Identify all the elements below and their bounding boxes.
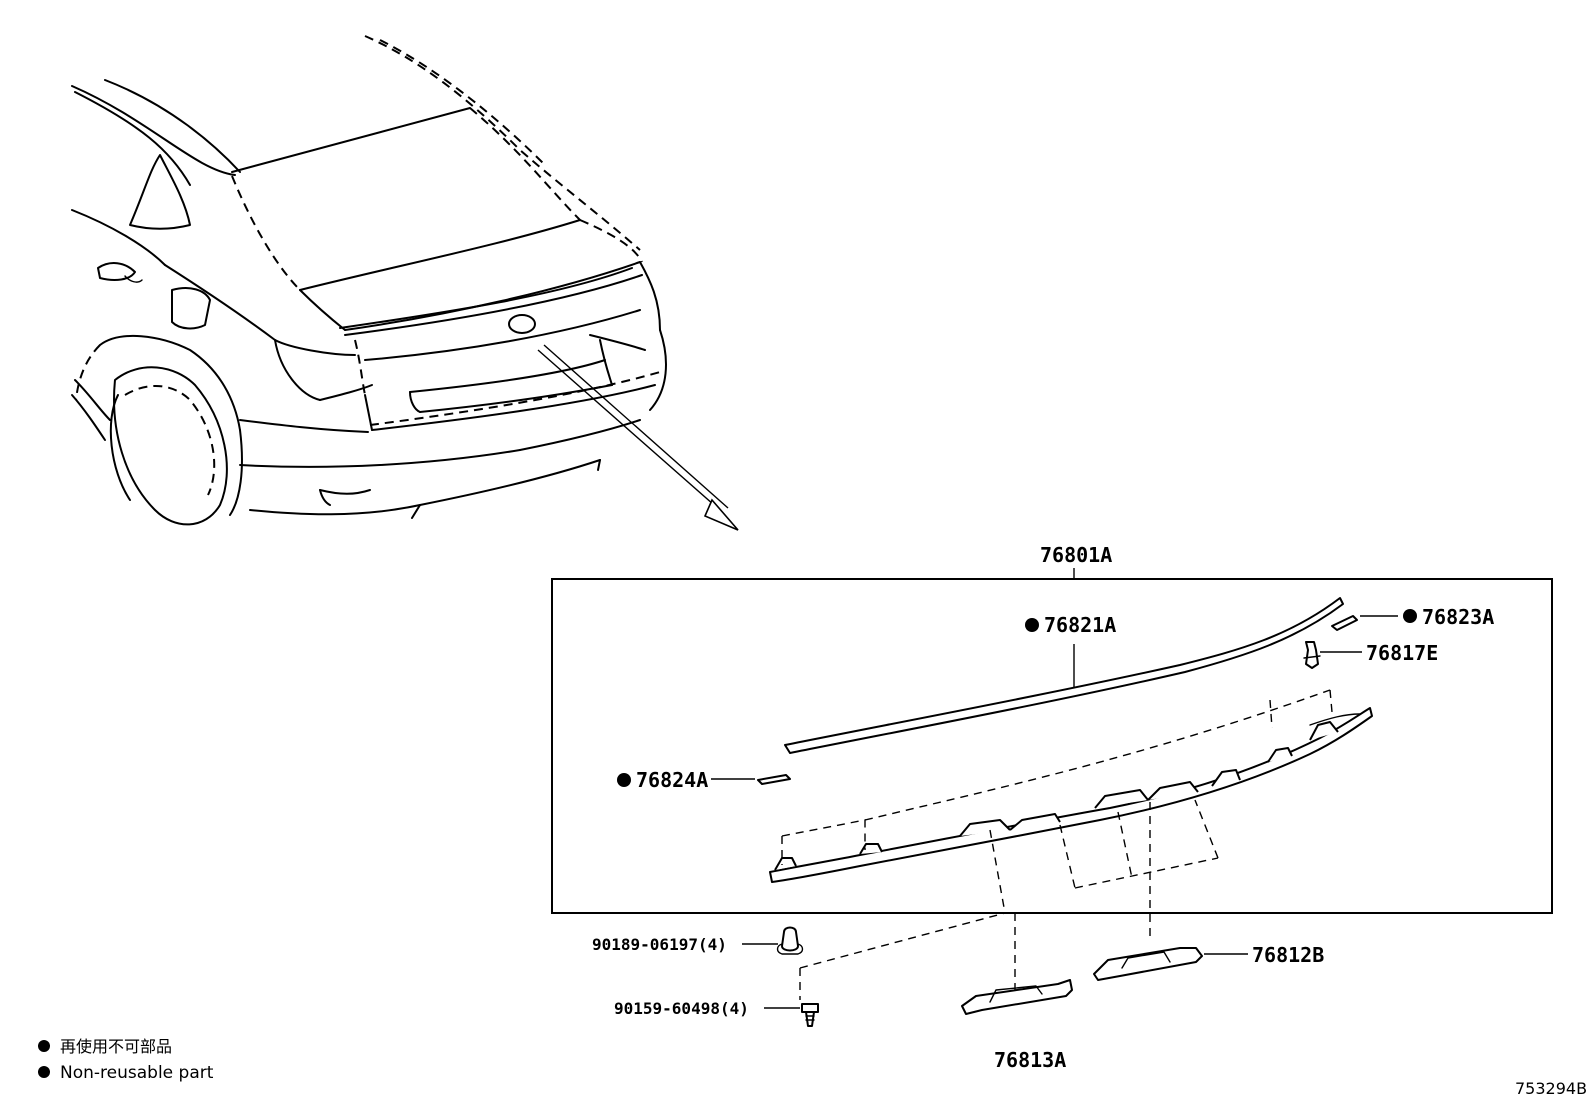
legend-japanese: 再使用不可部品 [60,1037,172,1056]
legend: 再使用不可部品 Non-reusable part [38,1037,214,1083]
non-reusable-dot-76821A [1025,618,1039,632]
label-76812B: 76812B [1252,943,1324,967]
label-90159-60498: 90159-60498(4) [614,999,749,1018]
clip-nut-90189-06197 [742,926,804,955]
legend-dot-en [38,1066,50,1078]
label-76813A: 76813A [994,1048,1066,1072]
car-rear-illustration [71,35,667,526]
bracket-76812B [1093,947,1248,981]
legend-english: Non-reusable part [60,1063,214,1083]
clip-76817E [1303,641,1362,669]
detail-arrow [537,344,739,531]
label-76823A: 76823A [1422,605,1494,629]
label-76824A: 76824A [636,768,708,792]
bracket-76813A [961,979,1073,1015]
garnish-base [769,707,1373,883]
legend-dot-jp [38,1040,50,1052]
label-76817E: 76817E [1366,641,1438,665]
label-76821A: 76821A [1044,613,1116,637]
diagram-reference: 753294B [1515,1079,1587,1098]
tape-left-76824A [711,774,791,785]
assembly-dashed-guides [781,689,1333,1000]
non-reusable-dot-76824A [617,773,631,787]
non-reusable-dot-76823A [1403,609,1417,623]
molding-strip-76821A [784,597,1344,754]
screw-90159-60498 [764,1003,819,1027]
tape-right-76823A [1331,615,1398,631]
label-76801A: 76801A [1040,543,1112,567]
label-90189-06197: 90189-06197(4) [592,935,727,954]
assembly-box [551,578,1553,914]
